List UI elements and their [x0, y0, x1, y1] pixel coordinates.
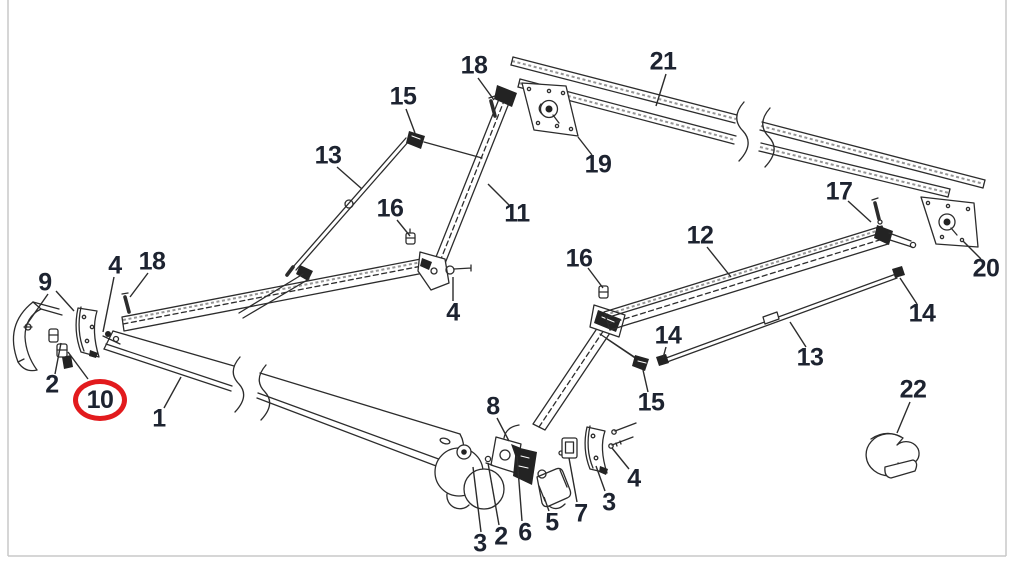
- leader-line-1: [163, 376, 182, 409]
- arm-12-drawing: [603, 197, 917, 331]
- leader-line-5: [543, 496, 550, 512]
- rafter-arm-right-drawing: [532, 317, 617, 431]
- leader-line-14: [899, 277, 918, 305]
- leader-line-13: [789, 321, 807, 348]
- page-border: [7, 0, 1007, 557]
- leader-line-2: [487, 462, 500, 526]
- leader-line-13: [336, 166, 363, 190]
- tension-rod-13-right-drawing: [632, 266, 905, 371]
- leader-line-21: [655, 73, 667, 107]
- rail-break-symbol: [736, 101, 749, 162]
- arm-break-symbol: [232, 356, 245, 413]
- rafter-arm-left-drawing: [121, 257, 430, 332]
- tip-link-drawing: [888, 232, 917, 249]
- main-arm-1-drawing: [103, 330, 465, 473]
- clamp-15-left-drawing: [406, 131, 483, 159]
- fabric-guard-9-drawing: [12, 301, 63, 372]
- leader-line-9: [55, 290, 75, 312]
- leader-line-7: [568, 457, 578, 503]
- leader-line-15: [405, 108, 416, 134]
- mounting-bracket-20-drawing: [920, 196, 979, 248]
- leader-line-8: [496, 417, 510, 442]
- bolt-2-drawing: [484, 455, 493, 466]
- pin-17-drawing: [871, 197, 883, 225]
- clamp-15-right-drawing: [632, 355, 649, 371]
- callout-leader-lines: [26, 73, 982, 533]
- junction-elbow-left-drawing: [417, 251, 472, 291]
- motor-5-drawing: [536, 467, 572, 510]
- awning-rail-21-drawing: [510, 56, 986, 198]
- left-elbow-assembly-drawing: [12, 292, 131, 372]
- bracket-4-left-drawing: [75, 306, 100, 358]
- rafter-strut-13-left-drawing: [238, 137, 410, 319]
- leader-line-4: [102, 276, 115, 333]
- leader-line-16: [396, 219, 411, 237]
- leader-line-16: [587, 267, 604, 289]
- junction-elbow-right-drawing: [589, 304, 642, 363]
- leader-line-6: [516, 455, 523, 522]
- pin-18-left-drawing: [121, 292, 131, 314]
- leader-line-4: [611, 447, 630, 470]
- screws-4-right-drawing: [608, 422, 637, 449]
- leader-line-15: [642, 369, 649, 393]
- nut-14-right-drawing: [892, 266, 905, 278]
- mounting-bracket-19-drawing: [521, 82, 579, 137]
- leader-line-3: [595, 465, 606, 492]
- wedge-6-drawing: [513, 447, 537, 485]
- leader-line-19: [577, 136, 593, 156]
- lower-elbow-assembly-drawing: [456, 422, 637, 510]
- leader-line-9: [26, 293, 49, 325]
- leader-line-10: [67, 351, 89, 380]
- knob-16-right-drawing: [598, 285, 609, 299]
- end-cap-22-drawing: [865, 432, 920, 479]
- leader-line-2: [54, 342, 62, 375]
- clamp-10-drawing: [56, 343, 73, 369]
- leader-line-14: [662, 346, 667, 359]
- leader-line-18: [129, 272, 149, 298]
- arm-11-drawing: [429, 85, 517, 277]
- knob-2-drawing: [48, 328, 59, 343]
- leader-line-12: [706, 246, 732, 278]
- bolt-9-drawing: [23, 323, 33, 331]
- leader-line-17: [847, 200, 872, 223]
- nut-14-mid-drawing: [656, 354, 669, 366]
- leader-line-22: [896, 401, 911, 434]
- leader-line-20: [962, 240, 982, 260]
- bracket-3-right-drawing: [584, 425, 608, 475]
- bracket-7-drawing: [561, 437, 578, 459]
- bolt-4-center-drawing: [445, 264, 472, 275]
- knob-16-left-drawing: [405, 228, 416, 245]
- leader-line-18: [477, 77, 495, 101]
- leader-line-11: [487, 183, 510, 206]
- leader-line-3: [472, 466, 482, 533]
